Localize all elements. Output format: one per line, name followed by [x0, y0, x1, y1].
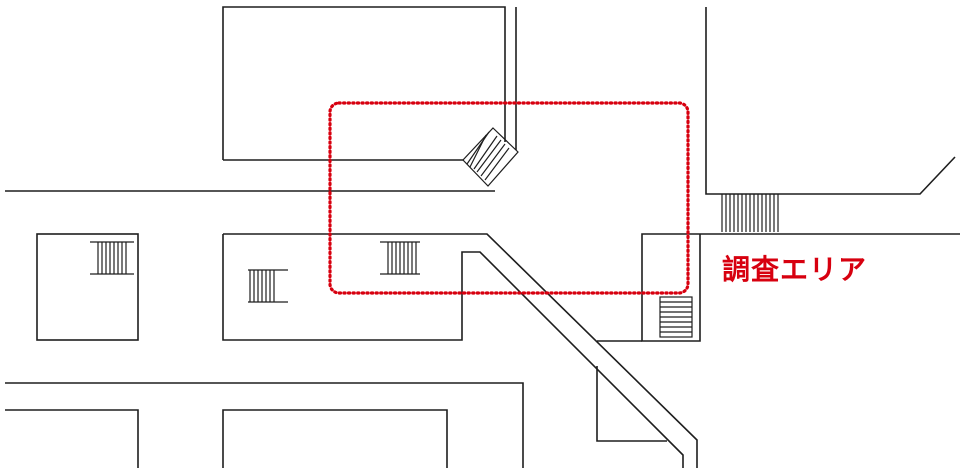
building-left: [36, 233, 139, 341]
stair-left: [90, 241, 134, 275]
building-bottom-middle: [222, 409, 448, 468]
stair-right-vertical: [659, 296, 693, 338]
stair-middle-left: [248, 269, 288, 303]
stair-diagonal: [462, 127, 519, 187]
survey-area-label: 調査エリア: [722, 253, 868, 286]
stair-top-right: [721, 194, 779, 232]
building-lower-diagonal: [596, 366, 667, 442]
building-right: [641, 233, 960, 342]
building-middle: [223, 233, 698, 468]
survey-area-outline: [328, 101, 690, 295]
building-top-right: [705, 7, 956, 195]
building-top: [222, 6, 517, 161]
building-bottom-left: [5, 409, 139, 468]
stair-middle-right: [380, 241, 420, 275]
building-middle-lower: [222, 234, 684, 468]
road-edge-lower: [5, 382, 524, 468]
